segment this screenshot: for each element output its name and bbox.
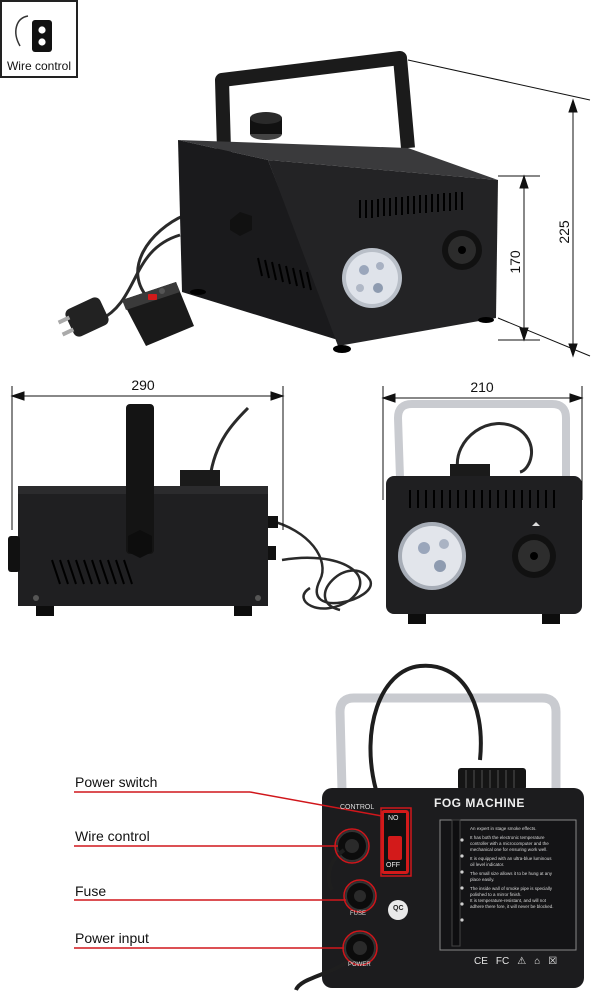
dimension-length: 290: [131, 377, 155, 393]
switch-on-label: NO: [388, 815, 399, 822]
fuse-label: FUSE: [350, 911, 367, 917]
dimension-front-210: [381, 386, 584, 500]
fog-machine-back-view: [294, 663, 584, 992]
callout-wire-control: Wire control: [75, 828, 150, 844]
smoke-nozzle: [442, 230, 482, 270]
info-line: The small size allows it to be hung at a…: [470, 871, 553, 876]
fcc-mark-icon: FC: [495, 956, 510, 967]
dimension-width: 210: [470, 379, 494, 395]
fog-machine-front-view: [386, 400, 582, 624]
back-panel-brand: FOG MACHINE: [434, 796, 525, 810]
dimension-top-225: [407, 59, 591, 358]
dimension-height-total: 225: [556, 220, 572, 244]
indoor-use-icon: ⌂: [534, 956, 541, 967]
callout-fuse: Fuse: [75, 883, 107, 899]
info-line: controller with a microcomputer and the: [470, 841, 549, 846]
info-line: place easily.: [470, 877, 495, 882]
power-plug: [57, 297, 109, 337]
info-line: An expert in stage smoke effects.: [470, 826, 537, 831]
callout-lines: [74, 791, 412, 966]
info-line: It is temperature-resistant, and will no…: [470, 898, 547, 903]
info-line: It has both the electronic temperature: [470, 835, 545, 840]
wire-control-remote-icon: [15, 15, 52, 52]
dimension-height-body: 170: [507, 250, 523, 274]
dimension-side-290: [10, 386, 285, 530]
warning-icon: ⚠: [517, 956, 527, 967]
info-line: It is equipped with an ultra-blue lumino…: [470, 856, 552, 861]
info-plate-text: An expert in stage smoke effects. It has…: [470, 826, 574, 910]
ce-mark-icon: CE: [474, 956, 488, 967]
fog-machine-side-view: [8, 404, 373, 616]
certification-marks: CE FC ⚠ ⌂ ☒: [474, 956, 574, 967]
qc-label: QC: [393, 905, 404, 912]
led-ball: [342, 248, 402, 308]
badge-label: Wire control: [6, 59, 71, 73]
info-line: adhere there fore, it will never be bloc…: [470, 904, 554, 909]
back-panel-control-label: CONTROL: [340, 804, 375, 811]
info-line: polished to a mirror finish.: [470, 892, 522, 897]
weee-bin-icon: ☒: [548, 956, 558, 967]
dimension-top-170: [498, 174, 540, 342]
info-line: The inside wall of smoke pipe is special…: [470, 886, 553, 891]
callout-power-switch: Power switch: [75, 774, 158, 790]
wire-remote-control: [122, 282, 194, 346]
info-line: mechanical one for ensuring work well.: [470, 847, 548, 852]
info-line: oil level indicator.: [470, 862, 505, 867]
wire-control-badge: Wire control: [0, 0, 78, 78]
callout-power-input: Power input: [75, 930, 149, 946]
fog-machine-three-quarter-view: [57, 51, 498, 353]
switch-off-label: OFF: [386, 862, 400, 869]
power-label: POWER: [348, 962, 371, 968]
